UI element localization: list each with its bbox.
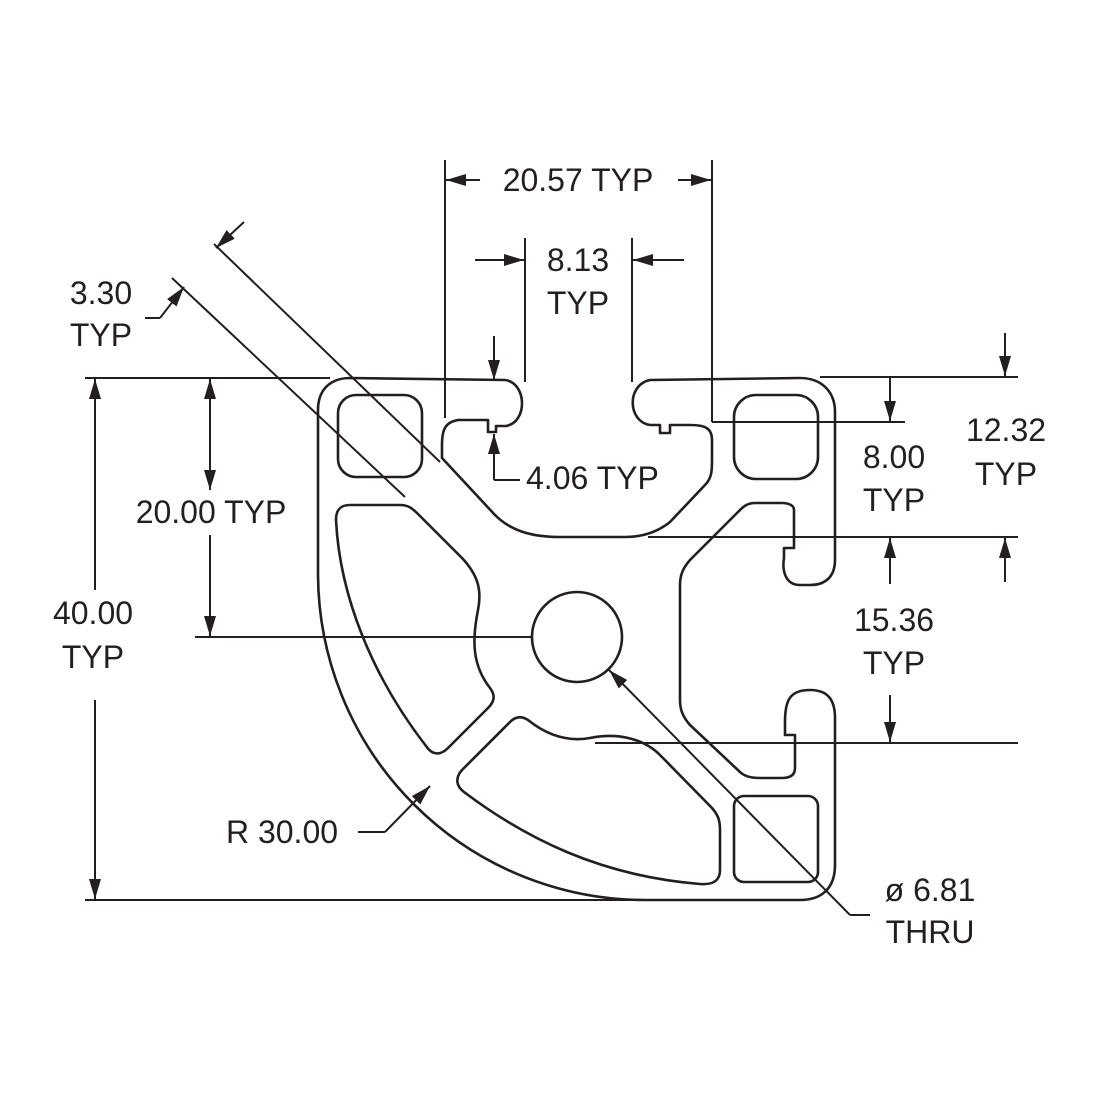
dim-slot-width-note: TYP [863, 645, 925, 681]
dim-slot-width: 15.36 [854, 602, 934, 638]
dim-half-height: 20.00 TYP [136, 494, 287, 530]
dim-overall-height: 40.00 [53, 595, 133, 631]
pocket-left [334, 503, 495, 755]
dim-hole: ø 6.81 [885, 872, 976, 908]
pocket-bottom-right [732, 794, 820, 884]
dim-slot-depth-outer-note: TYP [975, 456, 1037, 492]
dim-slot-depth-inner: 8.00 [863, 439, 925, 475]
pocket-top-left [336, 393, 424, 479]
center-hole [530, 590, 624, 684]
dim-hole-note: THRU [886, 914, 975, 950]
dim-wall-note: TYP [70, 317, 132, 353]
dim-slot-opening: 8.13 [547, 242, 609, 278]
dim-slot-depth-outer: 12.32 [966, 412, 1046, 448]
pocket-bottom [456, 715, 722, 886]
dim-radius: R 30.00 [226, 814, 338, 850]
dim-lip: 4.06 TYP [526, 460, 659, 496]
dim-slot-depth-inner-note: TYP [863, 482, 925, 518]
pocket-top-right [732, 393, 820, 481]
dim-overall-height-note: TYP [62, 639, 124, 675]
dim-slot-opening-note: TYP [547, 285, 609, 321]
dim-wall: 3.30 [70, 275, 132, 311]
dim-slot-spacing: 20.57 TYP [503, 162, 654, 198]
